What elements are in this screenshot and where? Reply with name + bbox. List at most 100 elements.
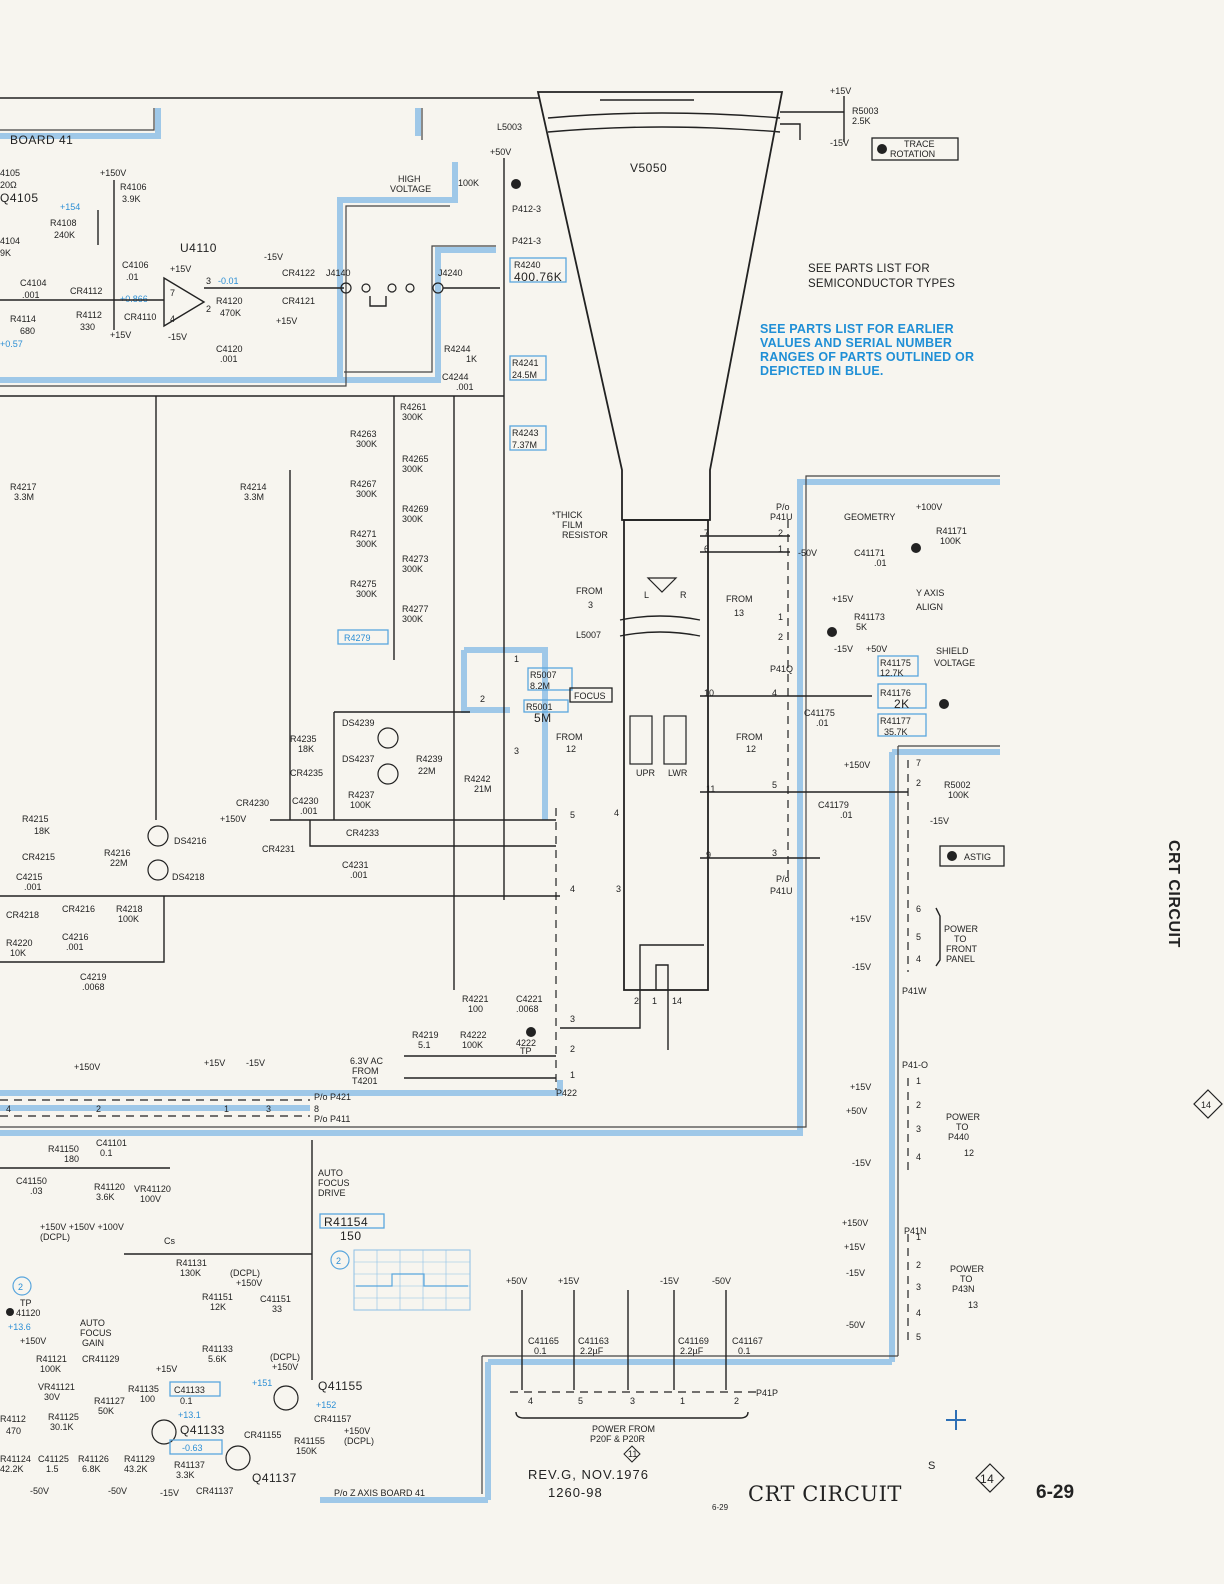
- svg-text:+150V +150V +100V: +150V +150V +100V: [40, 1222, 124, 1232]
- svg-text:CR41155: CR41155: [244, 1430, 281, 1440]
- svg-text:42.2K: 42.2K: [0, 1464, 24, 1474]
- svg-text:0.1: 0.1: [100, 1148, 113, 1158]
- svg-text:P/o: P/o: [776, 502, 790, 512]
- svg-text:DRIVE: DRIVE: [318, 1188, 346, 1198]
- svg-text:4222: 4222: [516, 1038, 536, 1048]
- svg-text:4105: 4105: [0, 168, 20, 178]
- svg-text:2: 2: [778, 528, 783, 538]
- svg-text:R4240: R4240: [514, 260, 541, 270]
- svg-text:-15V: -15V: [830, 138, 849, 148]
- svg-text:100K: 100K: [948, 790, 969, 800]
- waveform-graticule: [353, 1249, 471, 1311]
- svg-text:P41-O: P41-O: [902, 1060, 928, 1070]
- svg-text:-15V: -15V: [160, 1488, 179, 1498]
- svg-text:R41124: R41124: [0, 1454, 31, 1464]
- svg-text:SHIELD: SHIELD: [936, 646, 969, 656]
- svg-text:R4218: R4218: [116, 904, 143, 914]
- svg-text:R4235: R4235: [290, 734, 317, 744]
- svg-text:+15V: +15V: [110, 330, 131, 340]
- svg-text:(DCPL): (DCPL): [344, 1436, 374, 1446]
- svg-text:R4275: R4275: [350, 579, 377, 589]
- svg-text:+15V: +15V: [170, 264, 191, 274]
- svg-text:R41133: R41133: [202, 1344, 233, 1354]
- svg-text:1: 1: [652, 996, 657, 1006]
- svg-text:-15V: -15V: [246, 1058, 265, 1068]
- svg-text:1.5: 1.5: [46, 1464, 59, 1474]
- svg-text:33: 33: [272, 1304, 282, 1314]
- svg-text:+152: +152: [316, 1400, 336, 1410]
- svg-text:470K: 470K: [220, 308, 241, 318]
- svg-text:R41129: R41129: [124, 1454, 155, 1464]
- svg-text:P/o: P/o: [776, 874, 790, 884]
- svg-text:6.3V AC: 6.3V AC: [350, 1056, 384, 1066]
- svg-text:R4279: R4279: [344, 633, 371, 643]
- svg-text:R5001: R5001: [526, 702, 553, 712]
- svg-text:P41W: P41W: [902, 986, 927, 996]
- svg-text:R4214: R4214: [240, 482, 267, 492]
- svg-text:18K: 18K: [298, 744, 314, 754]
- svg-text:P20F & P20R: P20F & P20R: [590, 1434, 646, 1444]
- svg-text:R4215: R4215: [22, 814, 49, 824]
- svg-text:C4104: C4104: [20, 278, 47, 288]
- svg-text:R4269: R4269: [402, 504, 429, 514]
- svg-text:FILM: FILM: [562, 520, 583, 530]
- svg-text:+15V: +15V: [558, 1276, 579, 1286]
- right-controls-section: P/o P41U GEOMETRY +100V R41171 100K -50V…: [700, 502, 975, 880]
- blue-parts-note: SEE PARTS LIST FOR EARLIER VALUES AND SE…: [760, 322, 975, 378]
- svg-text:+15V: +15V: [830, 86, 851, 96]
- svg-text:CR4216: CR4216: [62, 904, 95, 914]
- svg-text:100K: 100K: [350, 800, 371, 810]
- svg-text:TO: TO: [960, 1274, 972, 1284]
- svg-text:R41150: R41150: [48, 1144, 79, 1154]
- svg-text:.01: .01: [816, 718, 829, 728]
- svg-text:R4277: R4277: [402, 604, 429, 614]
- svg-text:AUTO: AUTO: [318, 1168, 343, 1178]
- svg-text:3: 3: [206, 276, 211, 286]
- svg-text:J4240: J4240: [438, 268, 463, 278]
- svg-text:-15V: -15V: [168, 332, 187, 342]
- svg-text:2: 2: [734, 1396, 739, 1406]
- svg-text:R4219: R4219: [412, 1030, 439, 1040]
- svg-text:R4217: R4217: [10, 482, 37, 492]
- svg-text:CR4231: CR4231: [262, 844, 295, 854]
- svg-text:POWER: POWER: [946, 1112, 981, 1122]
- svg-text:1: 1: [778, 612, 783, 622]
- svg-text:+15V: +15V: [276, 316, 297, 326]
- revision-number: 1260-98: [548, 1485, 603, 1500]
- svg-text:C4221: C4221: [516, 994, 543, 1004]
- svg-text:2: 2: [336, 1256, 341, 1266]
- svg-text:100V: 100V: [140, 1194, 161, 1204]
- svg-text:*THICK: *THICK: [552, 510, 583, 520]
- svg-text:Q41155: Q41155: [318, 1379, 363, 1393]
- svg-text:10: 10: [704, 688, 714, 698]
- svg-text:(DCPL): (DCPL): [230, 1268, 260, 1278]
- svg-text:T4201: T4201: [352, 1076, 378, 1086]
- svg-text:2: 2: [916, 1260, 921, 1270]
- svg-text:3: 3: [916, 1282, 921, 1292]
- svg-text:VOLTAGE: VOLTAGE: [390, 184, 431, 194]
- svg-text:R41171: R41171: [936, 526, 967, 536]
- hv-divider-section: R4240 400.76K R4244 1K C4244 .001 R4241 …: [0, 257, 608, 990]
- svg-text:LWR: LWR: [668, 768, 688, 778]
- svg-text:CR4230: CR4230: [236, 798, 269, 808]
- svg-text:2: 2: [916, 1100, 921, 1110]
- svg-text:2: 2: [18, 1282, 23, 1292]
- svg-text:P41U: P41U: [770, 512, 793, 522]
- svg-text:-15V: -15V: [264, 252, 283, 262]
- svg-text:ROTATION: ROTATION: [890, 149, 935, 159]
- svg-text:J4140: J4140: [326, 268, 351, 278]
- svg-text:4: 4: [528, 1396, 533, 1406]
- svg-text:1: 1: [916, 1076, 921, 1086]
- svg-text:C4219: C4219: [80, 972, 107, 982]
- svg-text:+50V: +50V: [490, 147, 511, 157]
- svg-text:C41179: C41179: [818, 800, 849, 810]
- svg-text:C41125: C41125: [38, 1454, 69, 1464]
- svg-text:C41165: C41165: [528, 1336, 559, 1346]
- svg-text:.001: .001: [66, 942, 84, 952]
- svg-text:9: 9: [706, 850, 711, 860]
- svg-text:2: 2: [916, 778, 921, 788]
- svg-text:P41P: P41P: [756, 1388, 778, 1398]
- svg-text:2: 2: [206, 304, 211, 314]
- svg-text:5.6K: 5.6K: [208, 1354, 227, 1364]
